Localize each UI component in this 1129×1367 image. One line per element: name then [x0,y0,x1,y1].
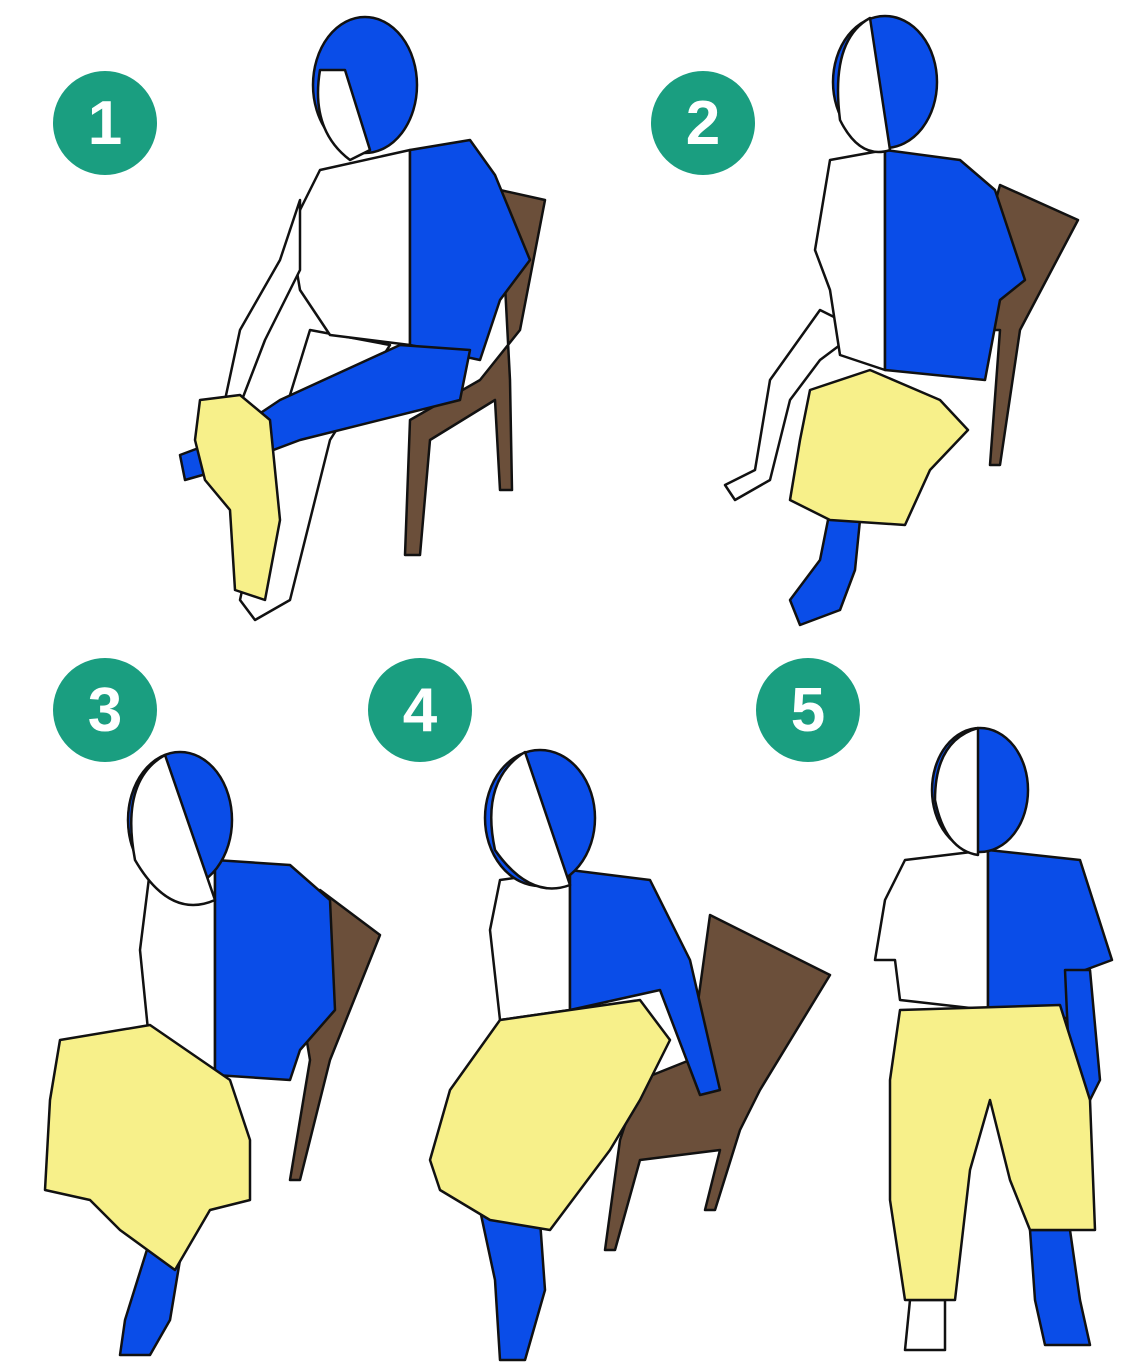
pants [888,1003,1097,1302]
left-arm [223,198,302,407]
pants [43,1023,252,1272]
torso-left [488,868,572,1022]
torso-left [288,148,412,347]
face [316,68,372,162]
step-5-figure [873,726,1114,1352]
step-badge-4: 4 [368,658,472,762]
step-2-figure [723,14,1080,627]
pants [193,393,282,602]
step-number: 5 [790,675,826,745]
step-badge-1: 1 [53,71,157,175]
pants [788,368,970,527]
left-foot [903,1298,947,1352]
face [130,753,217,907]
right-leg [1028,1228,1092,1347]
torso-right [883,148,1027,382]
step-1-figure [178,15,547,622]
step-badge-2: 2 [651,71,755,175]
face [836,16,892,154]
face [490,750,572,890]
right-leg [788,508,862,627]
pants [428,998,672,1232]
step-number: 1 [87,88,123,158]
step-badge-3: 3 [53,658,157,762]
torso-right [213,858,337,1082]
step-badge-5: 5 [756,658,860,762]
face [933,726,980,857]
torso-left [873,848,990,1012]
step-3-figure [43,750,382,1357]
step-number: 3 [87,675,123,745]
right-leg [478,1208,547,1362]
step-4-figure [428,748,832,1362]
step-number: 4 [402,675,438,745]
step-number: 2 [685,88,721,158]
